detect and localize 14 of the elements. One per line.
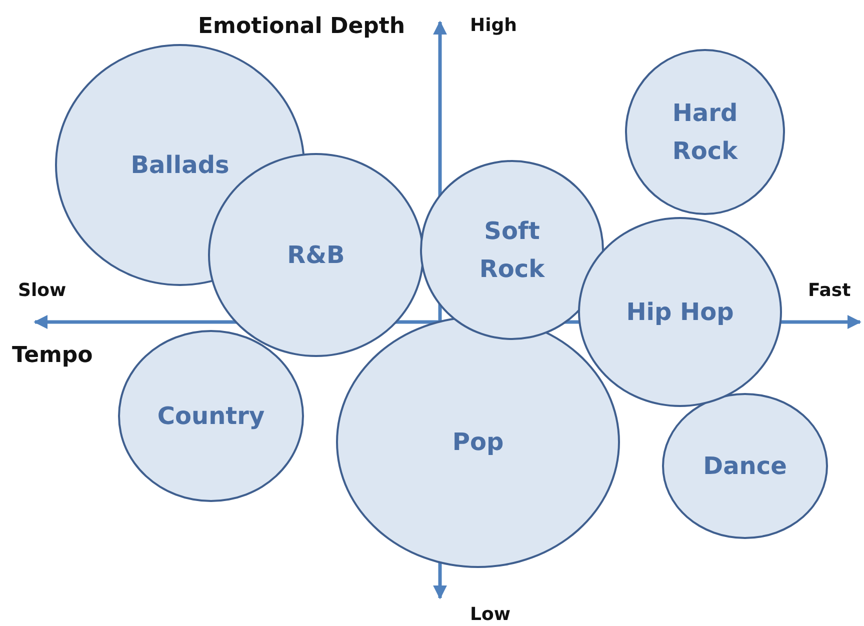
axis-title: Emotional Depth [198,14,406,39]
axis-end-label: Low [470,604,510,625]
genre-label: R&B [287,240,345,271]
genre-label: Dance [703,450,787,482]
axis-end-label: High [470,15,517,36]
genre-label: Hip Hop [626,296,734,328]
genre-label: Hard Rock [671,98,739,167]
genre-label: Ballads [130,150,230,181]
axis-end-label: Slow [18,280,66,301]
genre-label: Country [157,400,265,432]
genre-label: Pop [452,426,504,458]
axis-title: Tempo [12,343,93,368]
axis-end-label: Fast [808,280,851,301]
genre-label: Soft Rock [478,216,546,285]
